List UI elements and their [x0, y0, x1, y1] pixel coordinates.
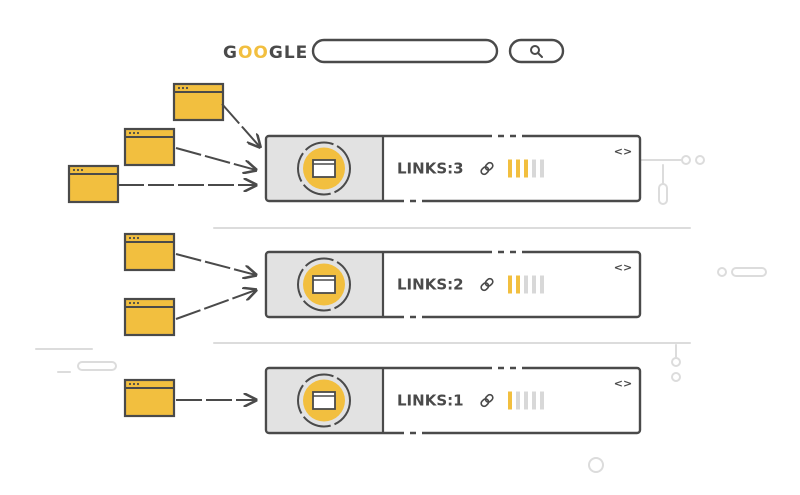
thumbnail-ring — [297, 257, 351, 312]
links-count-label: LINKS:3 — [397, 160, 464, 178]
link-strength-bar — [532, 275, 536, 294]
connector-dot — [588, 457, 604, 473]
link-arrow — [221, 103, 260, 147]
webpage-icon — [312, 391, 336, 410]
backlink-page — [67, 164, 120, 204]
link-strength-bar — [532, 159, 536, 178]
connector-dot — [671, 357, 681, 367]
search-button[interactable] — [508, 38, 565, 64]
link-strength-bar — [540, 159, 544, 178]
code-icon[interactable]: <> — [614, 145, 632, 158]
window-dot — [132, 236, 136, 240]
link-strength-bar — [508, 391, 512, 410]
link-icon — [480, 393, 494, 408]
window-dot — [128, 131, 132, 135]
result-card[interactable]: LINKS:1 <> — [264, 366, 642, 435]
browser-window-icon — [123, 378, 176, 418]
link-arrow — [175, 253, 256, 275]
backlink-page — [123, 297, 176, 337]
links-count-label: LINKS:1 — [397, 392, 464, 410]
window-dot — [136, 236, 140, 240]
browser-window-icon — [172, 82, 225, 122]
connector-capsule — [658, 183, 668, 205]
search-input[interactable] — [311, 38, 499, 64]
webpage-icon — [312, 275, 336, 294]
link-arrow — [175, 290, 256, 320]
window-dot — [76, 168, 80, 172]
connector-dot — [717, 267, 727, 277]
window-dot — [185, 86, 189, 90]
browser-window-icon — [123, 127, 176, 167]
link-arrows — [118, 103, 260, 400]
connector-dot — [671, 372, 681, 382]
link-strength-bar — [516, 391, 520, 410]
code-icon[interactable]: <> — [614, 261, 632, 274]
search-header: GOOGLE — [223, 38, 565, 64]
result-card[interactable]: LINKS:2 <> — [264, 250, 642, 319]
window-dot — [132, 131, 136, 135]
window-dot — [177, 86, 181, 90]
connector-capsule — [77, 361, 117, 371]
backlink-page — [123, 378, 176, 418]
code-icon[interactable]: <> — [614, 377, 632, 390]
search-results: LINKS:3 <> LINKS:2 <> LINKS:1 <> — [264, 134, 642, 435]
search-icon — [530, 45, 543, 58]
webpage-icon — [312, 159, 336, 178]
window-dot — [80, 168, 84, 172]
link-strength-bar — [508, 159, 512, 178]
link-strength-bar — [540, 391, 544, 410]
thumbnail-ring — [297, 141, 351, 196]
backlink-page — [123, 232, 176, 272]
link-icon — [480, 161, 494, 176]
window-dot — [128, 382, 132, 386]
window-dot — [128, 301, 132, 305]
backlink-page — [123, 127, 176, 167]
link-strength-bar — [532, 391, 536, 410]
link-arrow — [175, 147, 256, 170]
window-dot — [128, 236, 132, 240]
google-logo: GOOGLE — [223, 43, 308, 63]
window-dot — [136, 131, 140, 135]
window-dot — [181, 86, 185, 90]
window-dot — [72, 168, 76, 172]
backlink-page — [172, 82, 225, 122]
link-strength-bar — [524, 159, 528, 178]
thumbnail-ring — [297, 373, 351, 428]
window-dot — [136, 382, 140, 386]
result-card[interactable]: LINKS:3 <> — [264, 134, 642, 203]
backlink-pages — [67, 82, 225, 418]
browser-window-icon — [67, 164, 120, 204]
connector-dot — [681, 155, 691, 165]
links-count-label: LINKS:2 — [397, 276, 464, 294]
background-decoration — [35, 155, 767, 473]
link-strength-bar — [524, 275, 528, 294]
connector-dot — [695, 155, 705, 165]
window-dot — [132, 301, 136, 305]
connector-capsule — [731, 267, 767, 277]
window-dot — [132, 382, 136, 386]
link-strength-bar — [540, 275, 544, 294]
link-strength-bar — [516, 275, 520, 294]
link-strength-bar — [516, 159, 520, 178]
window-dot — [136, 301, 140, 305]
browser-window-icon — [123, 297, 176, 337]
link-strength-bar — [524, 391, 528, 410]
link-strength-bar — [508, 275, 512, 294]
link-icon — [480, 277, 494, 292]
browser-window-icon — [123, 232, 176, 272]
